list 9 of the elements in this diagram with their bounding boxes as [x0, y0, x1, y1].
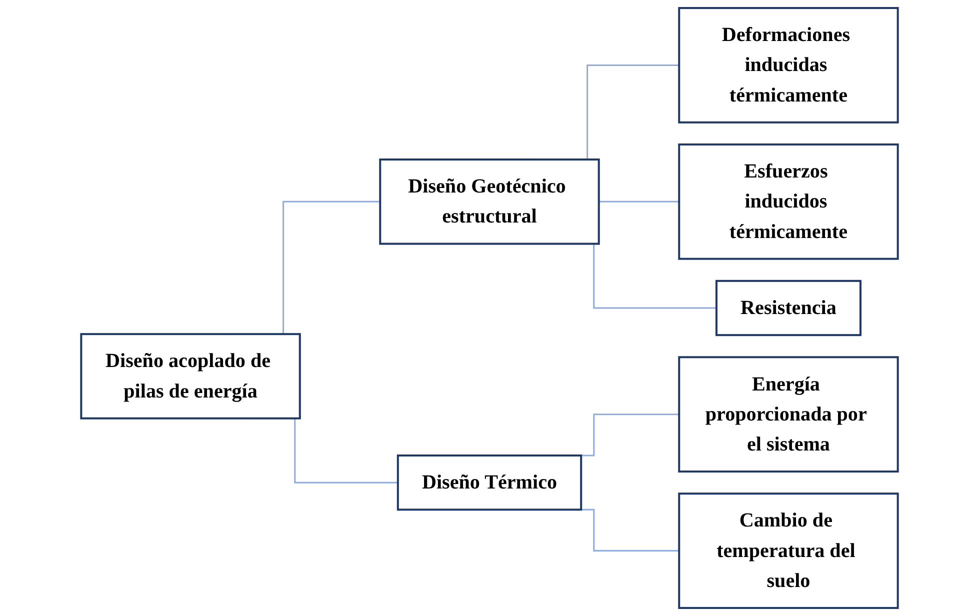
- node-box: Energía proporcionada por el sistema: [678, 356, 899, 473]
- node-box: Diseño Térmico: [396, 454, 582, 511]
- connector: [598, 200, 680, 202]
- node-box: Esfuerzos inducidos térmicamente: [678, 143, 899, 260]
- node-box: Diseño acoplado de pilas de energía: [80, 333, 301, 420]
- node-box: Diseño Geotécnico estructural: [379, 158, 600, 245]
- node-box: Resistencia: [715, 280, 862, 336]
- node-box: Deformaciones inducidas térmicamente: [678, 7, 899, 124]
- node-box: Cambio de temperatura del suelo: [678, 492, 899, 609]
